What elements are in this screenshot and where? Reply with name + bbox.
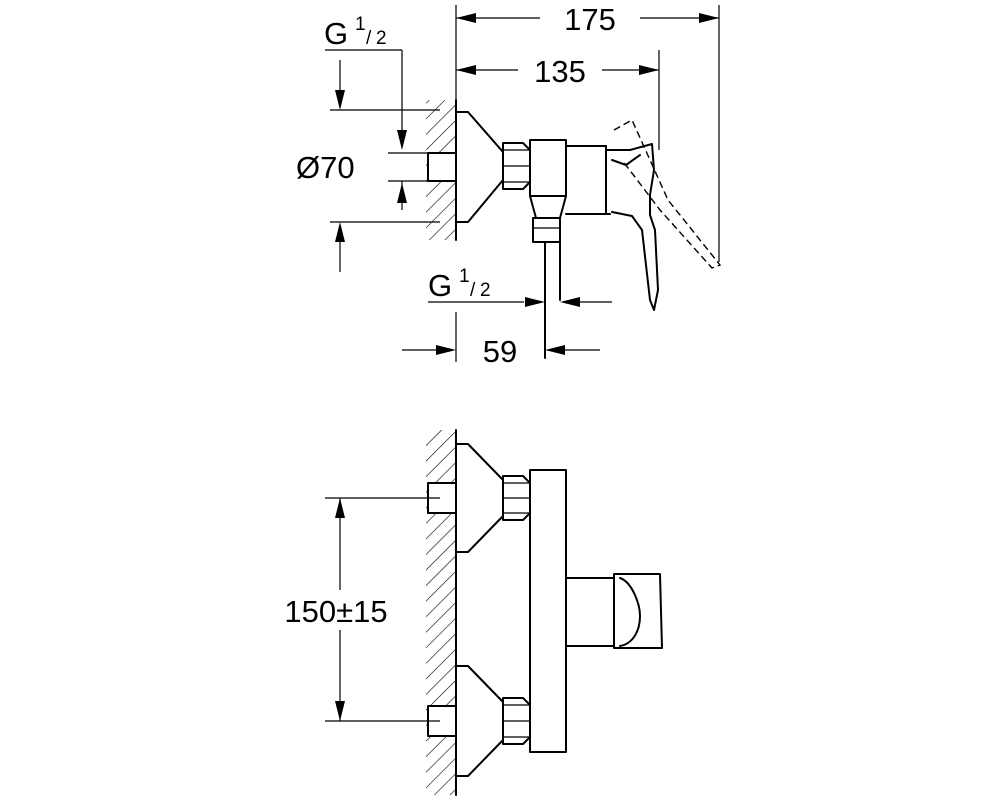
front-handle-boss xyxy=(565,577,615,647)
thread-top-g: G xyxy=(324,16,348,51)
side-handle xyxy=(605,143,659,311)
thread-top-den: 2 xyxy=(376,28,387,49)
dim-59-label: 59 xyxy=(483,334,517,369)
front-upper-flange xyxy=(455,443,504,553)
side-flange xyxy=(455,111,504,223)
front-mixer-body xyxy=(529,469,567,753)
front-view: 150±15 xyxy=(284,429,663,796)
side-handle-dashed xyxy=(613,119,722,269)
dim-diameter-label: Ø70 xyxy=(296,150,355,185)
thread-top-num: 1 xyxy=(355,14,366,35)
side-view: 175 135 G 1 / 2 Ø70 G 1 / 2 xyxy=(296,2,722,369)
dim-center-distance-label: 150±15 xyxy=(284,594,387,629)
dim-135-label: 135 xyxy=(534,54,586,89)
front-handle xyxy=(613,573,663,649)
thread-bottom-g: G xyxy=(428,268,452,303)
thread-bottom-den: 2 xyxy=(480,280,491,301)
svg-text:/: / xyxy=(470,280,476,301)
dim-175-label: 175 xyxy=(564,2,616,37)
side-mixer-body xyxy=(529,139,567,197)
thread-bottom-num: 1 xyxy=(459,266,470,287)
svg-text:/: / xyxy=(366,28,372,49)
side-outlet xyxy=(529,195,567,219)
front-lower-flange xyxy=(455,665,504,777)
side-outlet-nozzle xyxy=(532,217,561,243)
